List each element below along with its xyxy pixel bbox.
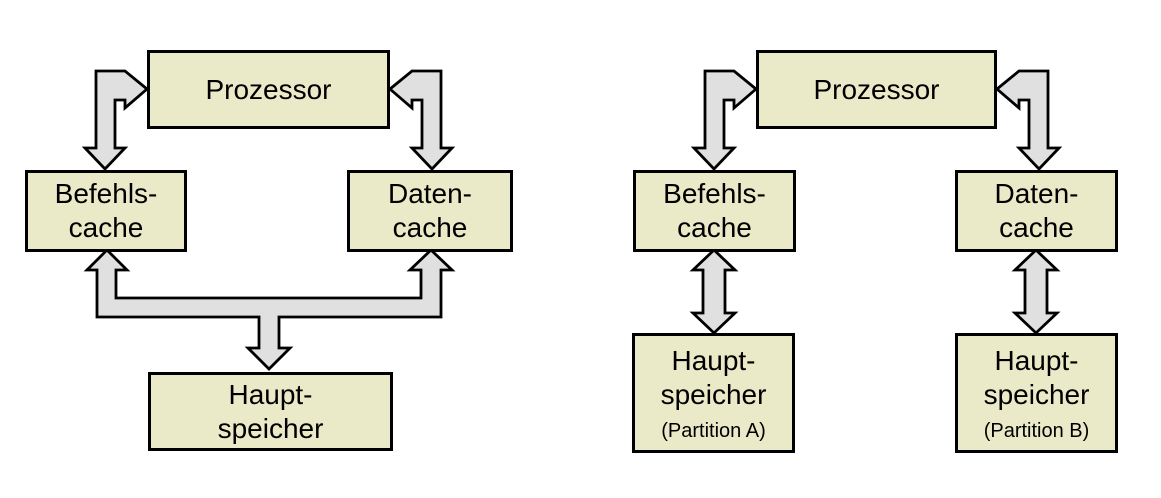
node-label-line2: cache [392,212,468,243]
node-label-line1: Haupt- [228,378,313,410]
node-label: Prozessor [813,73,940,105]
prozessor-befehlscache-arrow [690,69,759,172]
node-datencache-left: Daten- cache [347,170,513,252]
node-hauptspeicher-partition-b: Haupt- speicher (Partition B) [955,333,1118,453]
node-label-line1: Haupt- [671,344,756,376]
node-label-line1: Daten- [994,178,1079,209]
node-befehlscache-left: Befehls- cache [25,170,187,252]
node-label-line1: Befehls- [663,178,766,209]
datencache-hauptspeicherB-arrow [1011,248,1061,335]
node-label-line1: Haupt- [994,344,1079,376]
node-label: Prozessor [205,73,332,105]
node-label-line2: cache [68,212,144,243]
left-diagram-connectors [81,69,456,371]
prozessor-befehlscache-arrow [81,69,150,172]
node-label-line1: Befehls- [54,178,158,209]
node-label-line2: speicher [217,412,324,444]
node-label-line2: cache [677,212,752,243]
node-hauptspeicher-left: Haupt- speicher [148,372,393,451]
node-prozessor-right: Prozessor [756,50,997,129]
prozessor-datencache-arrow [994,69,1063,172]
node-datencache-right: Daten- cache [955,170,1118,252]
node-prozessor-left: Prozessor [147,50,390,129]
node-hauptspeicher-partition-a: Haupt- speicher (Partition A) [632,333,795,453]
caches-hauptspeicher-merged-arrow [83,248,456,371]
befehlscache-hauptspeicherA-arrow [689,248,739,335]
node-label-line1: Daten- [387,178,473,209]
node-label-line2: speicher [983,378,1090,410]
node-sublabel-partition: (Partition A) [661,419,766,442]
node-label-line2: cache [999,212,1074,243]
prozessor-datencache-arrow [387,69,456,172]
node-befehlscache-right: Befehls- cache [633,170,796,252]
node-label-line2: speicher [660,378,767,410]
right-diagram-connectors [689,69,1063,335]
node-sublabel-partition: (Partition B) [983,419,1090,442]
